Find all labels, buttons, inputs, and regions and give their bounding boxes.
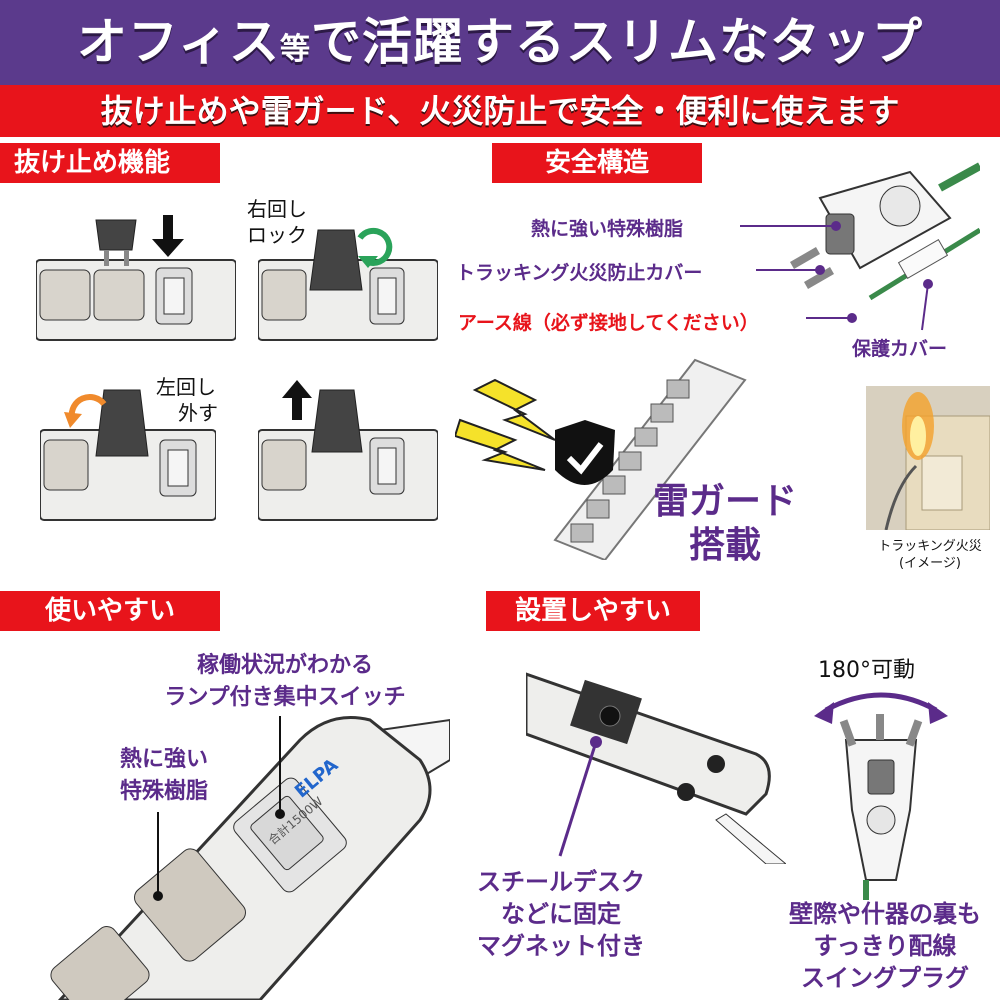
rotate-right-icon [357, 227, 393, 268]
title-part2: で活躍するスリムなタップ [311, 13, 923, 71]
cover-callout: 保護カバー [852, 338, 948, 360]
rotate-left-icon [64, 394, 107, 428]
surge-label: 雷ガード 搭載 [652, 481, 797, 566]
arrow-down-icon [152, 215, 184, 257]
section-safety-header: 安全構造 [492, 143, 702, 183]
lock-step1-illustration [36, 219, 236, 341]
fire-caption: トラッキング火災 (イメージ) [878, 539, 982, 571]
left-turn-label: 左回し 外す [156, 375, 218, 425]
page-title: オフィス等で活躍するスリムなタップ [0, 0, 1000, 85]
rotation-label: 180°可動 [818, 658, 915, 683]
section-lock-header: 抜け止め機能 [0, 143, 220, 183]
page-subtitle: 抜け止めや雷ガード、火災防止で安全・便利に使えます [0, 85, 1000, 137]
right-turn-label: 右回し ロック [247, 197, 307, 247]
title-part1: オフィス [77, 13, 280, 71]
lock-step3-illustration [40, 389, 216, 521]
switch-callout: 稼働状況がわかる ランプ付き集中スイッチ [164, 653, 406, 710]
arrow-up-icon [282, 380, 312, 420]
resin-callout: 熱に強い特殊樹脂 [531, 218, 684, 240]
magnet-underside-illustration [526, 672, 786, 864]
resin-callout-2: 熱に強い 特殊樹脂 [119, 747, 208, 804]
surge-strip-illustration [455, 358, 747, 560]
title-small: 等 [280, 32, 311, 67]
tracking-callout: トラッキング火災防止カバー [456, 262, 703, 284]
strip-closeup-illustration [50, 716, 450, 1000]
magnet-callout: スチールデスク などに固定 マグネット付き [477, 868, 645, 960]
tracking-fire-photo [866, 386, 990, 530]
earth-callout: アース線（必ず接地してください） [458, 312, 759, 334]
swing-plug-illustration [814, 692, 948, 900]
section-usability-header: 使いやすい [0, 591, 220, 631]
plug-illustration [790, 162, 980, 301]
section-install-header: 設置しやすい [486, 591, 700, 631]
lock-step4-illustration [258, 389, 438, 521]
swing-plug-callout: 壁際や什器の裏も すっきり配線 スイングプラグ [789, 900, 981, 992]
lock-step2-illustration [258, 229, 438, 341]
